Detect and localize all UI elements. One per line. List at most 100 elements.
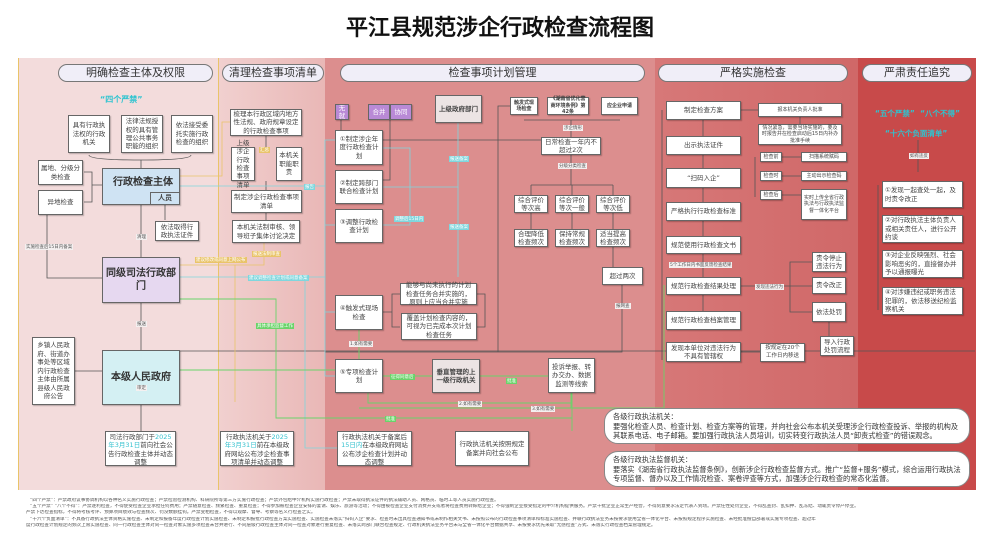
phase-action-scan: 扫描系统赋码 bbox=[801, 152, 847, 162]
label-approve: 审定 bbox=[136, 385, 147, 391]
label-within-15-days: 调整后15日内 bbox=[394, 216, 425, 222]
section-header-implement: 严格实施检查 bbox=[658, 64, 848, 82]
penalty: 依法处罚 bbox=[812, 302, 846, 322]
upper-government-dept: 上级政府部门 bbox=[435, 95, 482, 123]
negative-list-heading: “十六个负面清单” bbox=[885, 129, 948, 138]
label-consent: 征得同意后 bbox=[390, 374, 415, 380]
over-twice: 超过两次 bbox=[602, 267, 643, 285]
accountability-item-4: ④对涉嫌违纪或职务违法犯罪的，依法移送纪检监察机关 bbox=[882, 287, 963, 315]
vertical-upper-organ: 垂直管理的上一级行政机关 bbox=[432, 359, 480, 393]
order-correct: 责令改正 bbox=[812, 277, 846, 294]
make-item-list: 制定涉企行政检查事项清单 bbox=[231, 190, 302, 213]
make-inspection-plan: 制定检查方案 bbox=[666, 101, 741, 120]
label-violate: 如有违反 bbox=[909, 153, 929, 159]
no-jurisdiction: 发现本单位对违法行为不具有管辖权 bbox=[666, 342, 741, 362]
note-heading: 各级行政执法监督机关： bbox=[613, 455, 693, 464]
plan-special: ⑤专项检查计划 bbox=[335, 359, 383, 393]
label-merge: 汇总 bbox=[259, 147, 270, 153]
note-body: 要强化检查人员、检查计划、检查方案等的管理，并向社会公布本机关受理涉企行政检查投… bbox=[613, 421, 959, 441]
text: 前在本级政府网站公布涉企检查事项清单并动态调整 bbox=[224, 441, 290, 467]
tag-coordinate: 协同 bbox=[390, 104, 412, 120]
merge-with-plan: 能够与尚未执行的计划检查任务合并实施的，原则上应当合并实施 bbox=[400, 281, 477, 306]
text: 司法行政部门于 bbox=[109, 433, 155, 441]
footnote-indicators: 严禁下达检查指标，不得将考核考评、预算项目绩效与检查频次、罚没数额挂钩。严禁变相… bbox=[26, 510, 316, 515]
trigger-enterprise-request: 应企业申请 bbox=[601, 97, 638, 115]
penalty-process: 导入行政处罚流程 bbox=[820, 336, 854, 356]
grade-low: 综合评价等次低 bbox=[596, 195, 630, 213]
daily-inspection-limit: 日常检查一年内不超过2次 bbox=[541, 137, 601, 155]
deadline-days: 15日内 bbox=[341, 441, 363, 450]
remote-inspection: 异地检查 bbox=[38, 190, 83, 215]
label-filing-2: 报送备案 bbox=[449, 224, 469, 230]
accountability-item-1: ①发现一起查处一起，及时责令改正 bbox=[882, 181, 963, 208]
freq-higher: 适当提高检查频次 bbox=[596, 229, 630, 247]
tag-none: 无就 bbox=[335, 104, 349, 120]
enforcement-certificate: 依法取得行政执法证件 bbox=[155, 221, 199, 241]
use-documents: 规范使用行政检查文书 bbox=[666, 236, 741, 254]
page-title: 平江县规范涉企行政检查流程图 bbox=[345, 15, 654, 41]
text: 前向社会公告行政检查主体并动态调整 bbox=[108, 441, 173, 467]
phase-action-show-code: 主动出示检查码 bbox=[801, 171, 847, 181]
inspection-subject-label: 行政检查主体 bbox=[113, 177, 173, 188]
plan-publish-note: 行政执法机关于备案后15日内在本级政府网站公布涉企检查计划并动态调整 bbox=[337, 431, 412, 466]
plan-trigger-onsite: ④触发式现场检查 bbox=[335, 295, 383, 330]
text: 行政执法机关于备案后 bbox=[342, 433, 407, 441]
order-stop: 责令停止违法行为 bbox=[812, 252, 846, 272]
label-graded-inspection: 分级分类检查 bbox=[558, 163, 587, 169]
accountability-item-2: ②对行政执法主体负责人或相关责任人，进行公开约谈 bbox=[882, 215, 963, 243]
justice-publish-note: 司法行政部门于2025年3月31日前向社会公告行政检查主体并动态调整 bbox=[105, 431, 176, 466]
footnote-four-bans: “四个严禁”：严禁政府议事协调机构以各种名义实施行政检查；严禁检验检测机构、科研… bbox=[30, 498, 499, 503]
phase-before: 检查前 bbox=[760, 152, 782, 162]
text: 行政执法机关于 bbox=[225, 433, 272, 441]
archive-management: 规范行政检查档案管理 bbox=[666, 311, 741, 330]
personnel-box: 人员 bbox=[150, 192, 180, 205]
label-clean: 清理 bbox=[136, 234, 147, 240]
urgent-case: 情况紧急，需要当场实施的，要及时报告并在检查启动后15日内补办批准手续 bbox=[758, 124, 842, 145]
label-enterprise-case: 涉企情形 bbox=[563, 125, 583, 131]
township-announcement: 乡镇人民政府、街道办事处等区域内行政检查主体由所属县级人民政府公告 bbox=[32, 337, 75, 405]
label-feedback: 5个工作日内书面反馈检查结果 bbox=[669, 262, 733, 268]
phase-after: 检查后 bbox=[760, 190, 782, 200]
label-approved: 批准 bbox=[506, 378, 517, 384]
accountability-item-3: ③对企业反映强烈、社会影响恶劣的，直接督办并予以通报曝光 bbox=[882, 250, 963, 278]
sort-regulations: 梳理本行政区域内地方性法规、政府规章设定的行政检查事项 bbox=[230, 109, 302, 136]
transfer-case: 按规定在20个工作日内移送 bbox=[760, 343, 805, 362]
label-filing-1: 报送备案 bbox=[449, 156, 469, 162]
subject-entrusted-organization: 依法接受委托实施行政检查的组织 bbox=[171, 115, 213, 153]
filing-publish: 行政执法机关按照规定备案并向社会公布 bbox=[455, 431, 529, 466]
plan-joint: ②制定跨部门联合检查计划 bbox=[335, 170, 383, 204]
local-inspection: 属地、分级分类检查 bbox=[38, 160, 83, 185]
list-publish-note: 行政执法机关于2025年3月31日前在本级政府网站公布涉企检查事项清单并动态调整 bbox=[220, 431, 294, 466]
upper-level-list: 上级涉企行政检查事项清单 bbox=[231, 139, 255, 189]
bans-heading: “五个严禁” “八个不得” bbox=[875, 109, 960, 118]
trigger-onsite: 触发式现场检查 bbox=[510, 97, 538, 115]
show-certificate: 出示执法证件 bbox=[666, 136, 741, 155]
label-suggest-publish: 建议修改或同意上网公布 bbox=[195, 257, 247, 263]
text: 在本级政府网站公布涉企检查计划并动态调整 bbox=[342, 441, 408, 467]
covered-plan: 覆盖计划检查内容的，可视为已完成本次计划检查任务 bbox=[401, 313, 477, 340]
deadline-date: 2025年3月31日 bbox=[224, 433, 289, 450]
label-network-check: 报网查 bbox=[615, 303, 631, 309]
label-violation-found: 发现违法行为 bbox=[755, 284, 784, 290]
note-supervision-agencies: 各级行政执法监督机关： 要落实《湖南省行政执法监督条例》，创新涉企行政检查监督方… bbox=[604, 451, 970, 487]
note-body: 要落实《湖南省行政执法监督条例》，创新涉企行政检查监督方式。推广“监督+服务”模… bbox=[613, 464, 961, 484]
label-supervise: 具体承担监督工作 bbox=[256, 323, 294, 329]
label-legal-review: 报送法制审查 bbox=[252, 251, 281, 257]
freq-lower: 合理降低检查频次 bbox=[514, 229, 548, 247]
label-approved-2: 批准 bbox=[385, 416, 396, 422]
legal-review: 本机关法制审核、领导班子集体讨论决定 bbox=[232, 220, 300, 243]
label-filing: 实施检查后15日内备案 bbox=[25, 244, 74, 250]
plan-annual: ①制定涉企年度行政检查计划 bbox=[335, 130, 383, 165]
tag-merge: 合并 bbox=[368, 104, 390, 120]
result-handling: 规范行政检查结果处理 bbox=[666, 277, 741, 295]
scan-code-entry: “扫码入企” bbox=[666, 168, 741, 188]
label-report-2: 报告 bbox=[304, 184, 315, 190]
phase-action-upload: 实时上传全省行政执法与行政执法监督一体化平台 bbox=[801, 189, 847, 220]
footnote-five-bans: “五个严禁” “八个不得”：严禁逐利检查，不得使受检查企业承担任何费用；严禁随意… bbox=[30, 504, 859, 509]
subject-administrative-organ: 具有行政执法权的行政机关 bbox=[68, 115, 110, 153]
note-enforcement-agencies: 各级行政执法机关： 要强化检查人员、检查计划、检查方案等的管理，并向社会公布本机… bbox=[604, 408, 970, 444]
plan-adjust: ③调整行政检查计划 bbox=[335, 209, 383, 243]
four-bans-heading: “四个严禁” bbox=[100, 95, 143, 104]
note-heading: 各级行政执法机关： bbox=[613, 412, 678, 421]
section-header-plan: 检查事项计划管理 bbox=[340, 64, 645, 82]
